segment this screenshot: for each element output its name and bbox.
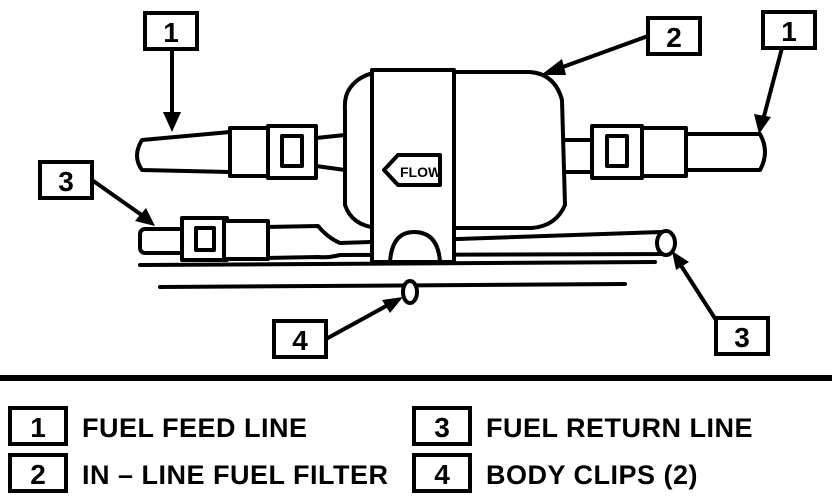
- legend-item-3-num: 3: [434, 412, 450, 443]
- feed-line-left-nut-detail: [280, 134, 304, 168]
- callout-2-label: 2: [666, 22, 682, 53]
- leader-1-right: [761, 46, 784, 122]
- feed-line-right-nut-detail: [605, 134, 629, 168]
- callout-1-right-label: 1: [781, 16, 797, 47]
- feed-line-left-hose: [135, 130, 232, 174]
- legend-item-4: 4 BODY CLIPS (2): [412, 453, 698, 493]
- callout-3-right-label: 3: [734, 322, 750, 353]
- legend-item-1-num: 1: [30, 412, 46, 443]
- legend-item-1: 1 FUEL FEED LINE: [8, 406, 308, 446]
- feed-line-right-fitting: [640, 126, 688, 178]
- arrowhead-4: [382, 297, 403, 313]
- arrowhead-3-right: [672, 251, 689, 270]
- legend-item-2-num: 2: [30, 459, 46, 490]
- fuel-feed-line-left: [135, 124, 347, 180]
- return-line-tube: [263, 224, 664, 260]
- callout-2: 2: [646, 16, 702, 56]
- callout-1-left-label: 1: [163, 17, 179, 48]
- body-rail-lower: [158, 282, 627, 289]
- feed-line-right-hose: [684, 132, 767, 172]
- legend-item-2: 2 IN – LINE FUEL FILTER: [8, 453, 389, 493]
- legend-item-3-text: FUEL RETURN LINE: [486, 413, 753, 443]
- legend-item-4-num: 4: [434, 459, 450, 490]
- leader-4: [324, 303, 390, 341]
- leader-3-left: [90, 178, 145, 218]
- body-clip: [401, 279, 419, 305]
- arrowhead-1-left: [163, 112, 181, 132]
- inline-fuel-filter: FLOW: [342, 68, 567, 305]
- callout-3-left: 3: [38, 160, 94, 200]
- callout-1-left: 1: [143, 11, 199, 51]
- legend-item-3: 3 FUEL RETURN LINE: [412, 406, 753, 446]
- leader-3-right: [678, 262, 718, 322]
- legend-item-2-text: IN – LINE FUEL FILTER: [82, 460, 389, 490]
- feed-line-left-fitting: [228, 126, 272, 178]
- legend-item-1-text: FUEL FEED LINE: [82, 413, 308, 443]
- arrowhead-1-right: [754, 114, 771, 134]
- callout-4: 4: [272, 319, 328, 359]
- flow-marking: FLOW: [400, 164, 442, 180]
- return-line-fitting: [222, 219, 270, 261]
- return-line-nut: [180, 216, 229, 262]
- arrowhead-2: [541, 59, 566, 75]
- feed-line-left-neck: [314, 133, 347, 172]
- fuel-return-line: [138, 216, 677, 262]
- callout-4-label: 4: [292, 325, 308, 356]
- callout-3-right: 3: [714, 316, 770, 356]
- callout-3-left-label: 3: [58, 166, 74, 197]
- flow-arrow-icon: [382, 153, 442, 187]
- legend-separator: [0, 375, 832, 381]
- callout-1-right: 1: [761, 10, 817, 50]
- arrowhead-3-left: [135, 208, 155, 226]
- leader-2: [558, 34, 650, 70]
- legend: 1 FUEL FEED LINE 2 IN – LINE FUEL FILTER…: [8, 406, 753, 493]
- return-line-nut-detail: [194, 226, 216, 252]
- legend-item-4-text: BODY CLIPS (2): [486, 460, 698, 490]
- return-line-end: [655, 229, 677, 257]
- filter-bracket-clip: [388, 230, 442, 264]
- fuel-feed-line-right: [553, 124, 767, 180]
